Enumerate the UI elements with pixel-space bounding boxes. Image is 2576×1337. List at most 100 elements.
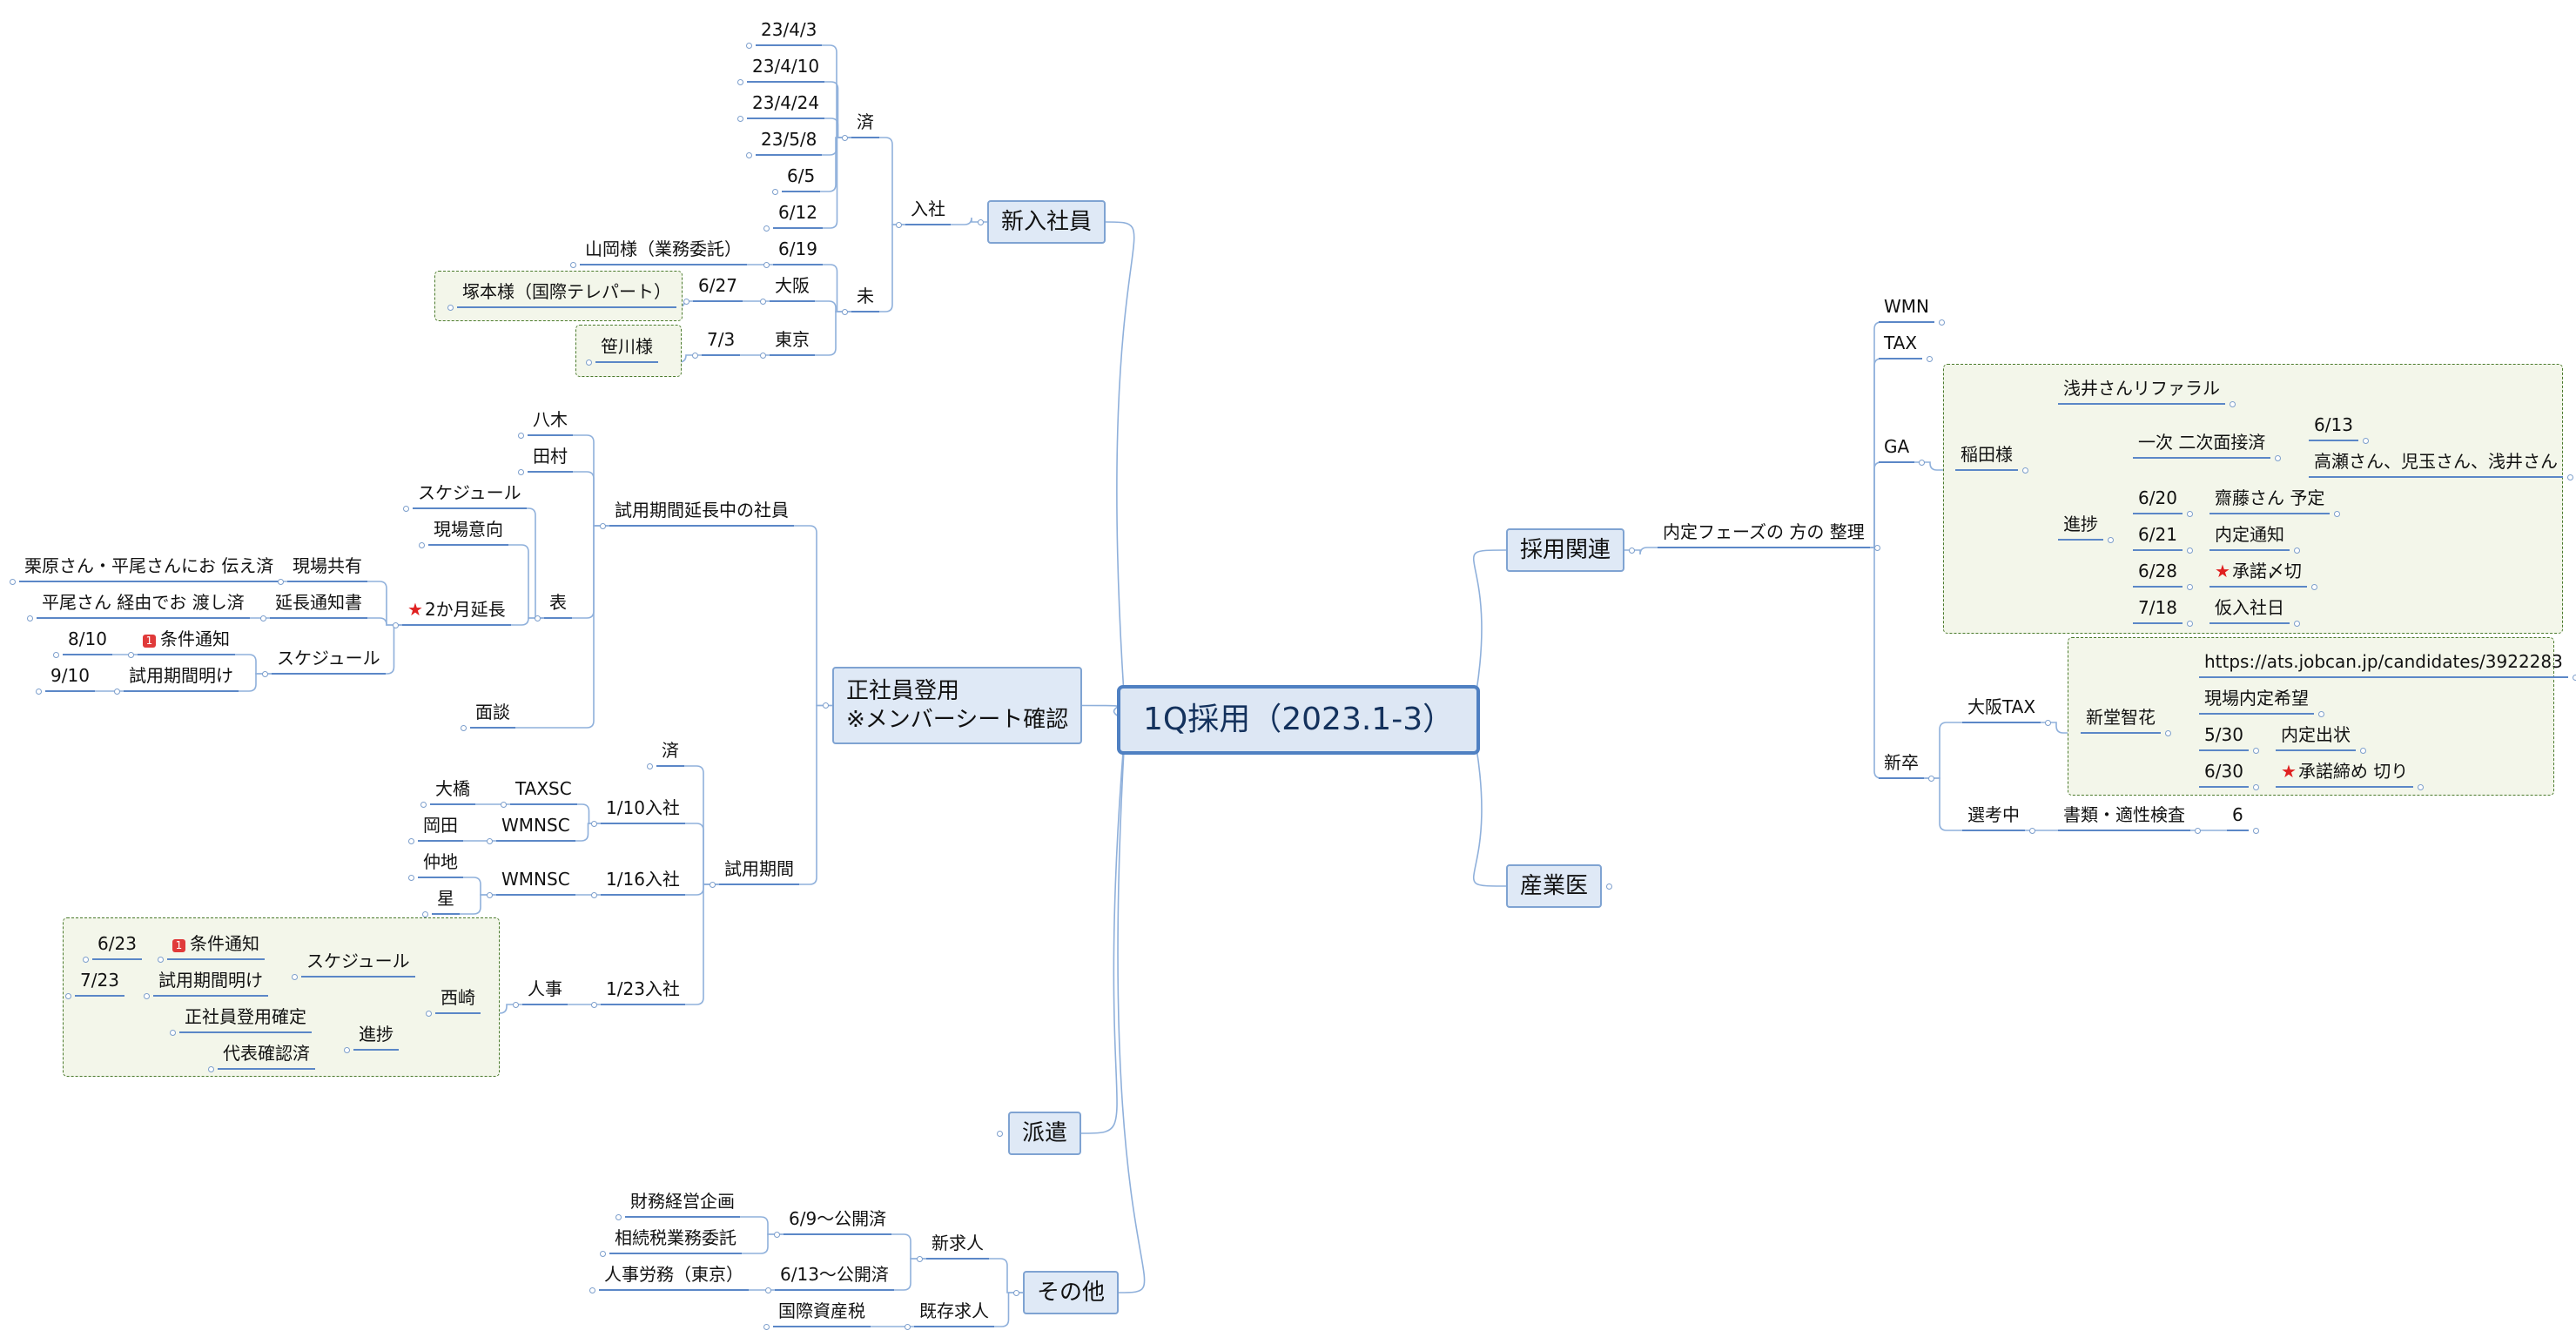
leaf-toggle-node-621-text[interactable] bbox=[2293, 547, 2300, 554]
node-table[interactable]: 表 bbox=[544, 594, 572, 619]
node-wmn[interactable]: WMN bbox=[1879, 298, 1934, 323]
leaf-toggle-topic-occupational-doctor[interactable] bbox=[1605, 883, 1612, 890]
node-taxsc[interactable]: TAXSC bbox=[510, 780, 577, 805]
node-530[interactable]: 5/30 bbox=[2199, 726, 2249, 751]
node-nyusha[interactable]: 入社 bbox=[905, 200, 951, 225]
collapse-toggle-node-end-a[interactable] bbox=[113, 688, 120, 695]
collapse-toggle-node-interview-done[interactable] bbox=[2274, 454, 2281, 461]
leaf-toggle-node-630-text[interactable] bbox=[2417, 783, 2424, 790]
leaf-toggle-node-confirmed[interactable] bbox=[169, 1029, 176, 1036]
collapse-toggle-node-selection[interactable] bbox=[2028, 827, 2035, 834]
leaf-toggle-node-okada[interactable] bbox=[407, 837, 414, 844]
collapse-toggle-node-718[interactable] bbox=[2186, 620, 2193, 627]
collapse-toggle-node-table[interactable] bbox=[534, 615, 541, 621]
node-trial[interactable]: 試用期間 bbox=[719, 860, 799, 885]
node-jinji[interactable]: 人事 bbox=[522, 980, 568, 1005]
leaf-toggle-node-date-5[interactable] bbox=[763, 225, 770, 232]
collapse-toggle-node-naitei[interactable] bbox=[1873, 544, 1880, 551]
node-schedule-a[interactable]: スケジュール bbox=[413, 484, 527, 509]
collapse-toggle-node-p613[interactable] bbox=[764, 1287, 771, 1293]
collapse-toggle-node-nyusha[interactable] bbox=[895, 221, 902, 228]
node-jan16[interactable]: 1/16入社 bbox=[601, 870, 685, 896]
leaf-toggle-node-share-leaf[interactable] bbox=[9, 578, 16, 585]
collapse-toggle-node-wmnsc-b[interactable] bbox=[486, 891, 493, 898]
leaf-toggle-node-date-2[interactable] bbox=[736, 115, 743, 122]
node-jan23[interactable]: 1/23入社 bbox=[601, 980, 685, 1005]
leaf-toggle-node-yamaoka[interactable] bbox=[569, 261, 576, 268]
node-inada[interactable]: 稲田様 bbox=[1955, 446, 2018, 471]
collapse-toggle-node-docs[interactable] bbox=[2194, 827, 2201, 834]
collapse-toggle-topic-regular-employment[interactable] bbox=[822, 702, 829, 709]
node-530-text[interactable]: 内定出状 bbox=[2276, 726, 2356, 751]
collapse-toggle-node-pending[interactable] bbox=[841, 308, 848, 315]
node-naitei[interactable]: 内定フェーズの 方の 整理 bbox=[1658, 523, 1870, 548]
collapse-toggle-node-ga[interactable] bbox=[1918, 459, 1925, 466]
collapse-toggle-node-schedule-b[interactable] bbox=[261, 670, 268, 677]
node-shinsotsu[interactable]: 新卒 bbox=[1879, 754, 1924, 779]
node-628[interactable]: 6/28 bbox=[2133, 562, 2183, 588]
node-73[interactable]: 7/3 bbox=[702, 331, 741, 356]
node-schedule-b[interactable]: スケジュール bbox=[272, 649, 386, 675]
node-tamura[interactable]: 田村 bbox=[528, 447, 573, 473]
node-p69[interactable]: 6/9～公開済 bbox=[784, 1210, 892, 1235]
collapse-toggle-node-73[interactable] bbox=[691, 352, 698, 359]
leaf-toggle-topic-haken[interactable] bbox=[996, 1130, 1003, 1137]
node-p613[interactable]: 6/13～公開済 bbox=[775, 1266, 894, 1291]
node-share[interactable]: 現場共有 bbox=[287, 557, 367, 582]
collapse-toggle-node-530[interactable] bbox=[2252, 747, 2259, 754]
leaf-toggle-node-wmn[interactable] bbox=[1938, 319, 1945, 326]
collapse-toggle-node-621[interactable] bbox=[2186, 547, 2193, 554]
collapse-toggle-node-wmnsc-a[interactable] bbox=[486, 837, 493, 844]
node-yagi[interactable]: 八木 bbox=[528, 411, 573, 436]
topic-occupational-doctor[interactable]: 産業医 bbox=[1506, 864, 1603, 908]
topic-new-hires[interactable]: 新入社員 bbox=[987, 200, 1106, 244]
leaf-toggle-node-628-text[interactable] bbox=[2310, 583, 2317, 590]
collapse-toggle-node-620[interactable] bbox=[2186, 510, 2193, 517]
node-yamaoka[interactable]: 山岡様（業務委託） bbox=[580, 240, 747, 265]
leaf-toggle-node-count[interactable] bbox=[2252, 827, 2259, 834]
collapse-toggle-node-notice[interactable] bbox=[259, 615, 266, 621]
node-share-leaf[interactable]: 栗原さん・平尾さんにお 伝え済 bbox=[19, 557, 279, 582]
node-wmnsc-b[interactable]: WMNSC bbox=[496, 870, 575, 896]
collapse-toggle-topic-hiring-related[interactable] bbox=[1628, 547, 1635, 554]
topic-regular-employment[interactable]: 正社員登用※メンバーシート確認 bbox=[832, 667, 1083, 744]
collapse-toggle-node-osaka[interactable] bbox=[759, 298, 766, 305]
collapse-toggle-node-inada[interactable] bbox=[2021, 467, 2028, 474]
collapse-toggle-node-done[interactable] bbox=[841, 134, 848, 141]
node-date-3[interactable]: 23/5/8 bbox=[756, 131, 823, 156]
node-810[interactable]: 8/10 bbox=[63, 630, 112, 655]
collapse-toggle-topic-others[interactable] bbox=[1012, 1289, 1019, 1296]
node-613[interactable]: 6/13 bbox=[2309, 416, 2358, 441]
node-619[interactable]: 6/19 bbox=[773, 240, 823, 265]
leaf-toggle-node-date-1[interactable] bbox=[736, 78, 743, 85]
leaf-toggle-node-tsukamoto[interactable] bbox=[447, 304, 454, 311]
node-jinji-roumu[interactable]: 人事労務（東京） bbox=[599, 1266, 749, 1291]
node-date-1[interactable]: 23/4/10 bbox=[747, 57, 825, 83]
leaf-toggle-node-tamura[interactable] bbox=[517, 468, 524, 475]
collapse-toggle-node-shindo[interactable] bbox=[2164, 729, 2171, 736]
node-628-text[interactable]: ★承諾〆切 bbox=[2209, 562, 2307, 588]
leaf-toggle-node-interview[interactable] bbox=[460, 724, 467, 731]
node-621[interactable]: 6/21 bbox=[2133, 526, 2183, 551]
node-osaka-tax[interactable]: 大阪TAX bbox=[1962, 698, 2041, 723]
topic-others[interactable]: その他 bbox=[1023, 1271, 1120, 1314]
node-okada[interactable]: 岡田 bbox=[418, 816, 463, 842]
node-docs[interactable]: 書類・適性検査 bbox=[2058, 806, 2190, 831]
node-620-text[interactable]: 齋藤さん 予定 bbox=[2209, 489, 2331, 514]
node-jan10[interactable]: 1/10入社 bbox=[601, 799, 685, 824]
leaf-toggle-node-910[interactable] bbox=[35, 688, 42, 695]
node-wmnsc-a[interactable]: WMNSC bbox=[496, 816, 575, 842]
node-new-posting[interactable]: 新求人 bbox=[926, 1234, 989, 1260]
node-progress-b[interactable]: 進捗 bbox=[2058, 515, 2103, 541]
node-tsukamoto[interactable]: 塚本様（国際テレパート） bbox=[457, 283, 676, 308]
node-621-text[interactable]: 内定通知 bbox=[2209, 526, 2290, 551]
node-count[interactable]: 6 bbox=[2227, 806, 2249, 831]
leaf-toggle-node-interviewers[interactable] bbox=[2566, 474, 2573, 480]
node-end-b[interactable]: 試用期間明け bbox=[153, 971, 268, 997]
collapse-toggle-node-share[interactable] bbox=[277, 578, 284, 585]
node-rep-confirmed[interactable]: 代表確認済 bbox=[218, 1045, 315, 1070]
leaf-toggle-node-date-0[interactable] bbox=[745, 42, 752, 49]
collapse-toggle-node-trial[interactable] bbox=[709, 881, 716, 888]
leaf-toggle-node-613[interactable] bbox=[2362, 437, 2369, 444]
node-selection[interactable]: 選考中 bbox=[1962, 806, 2025, 831]
